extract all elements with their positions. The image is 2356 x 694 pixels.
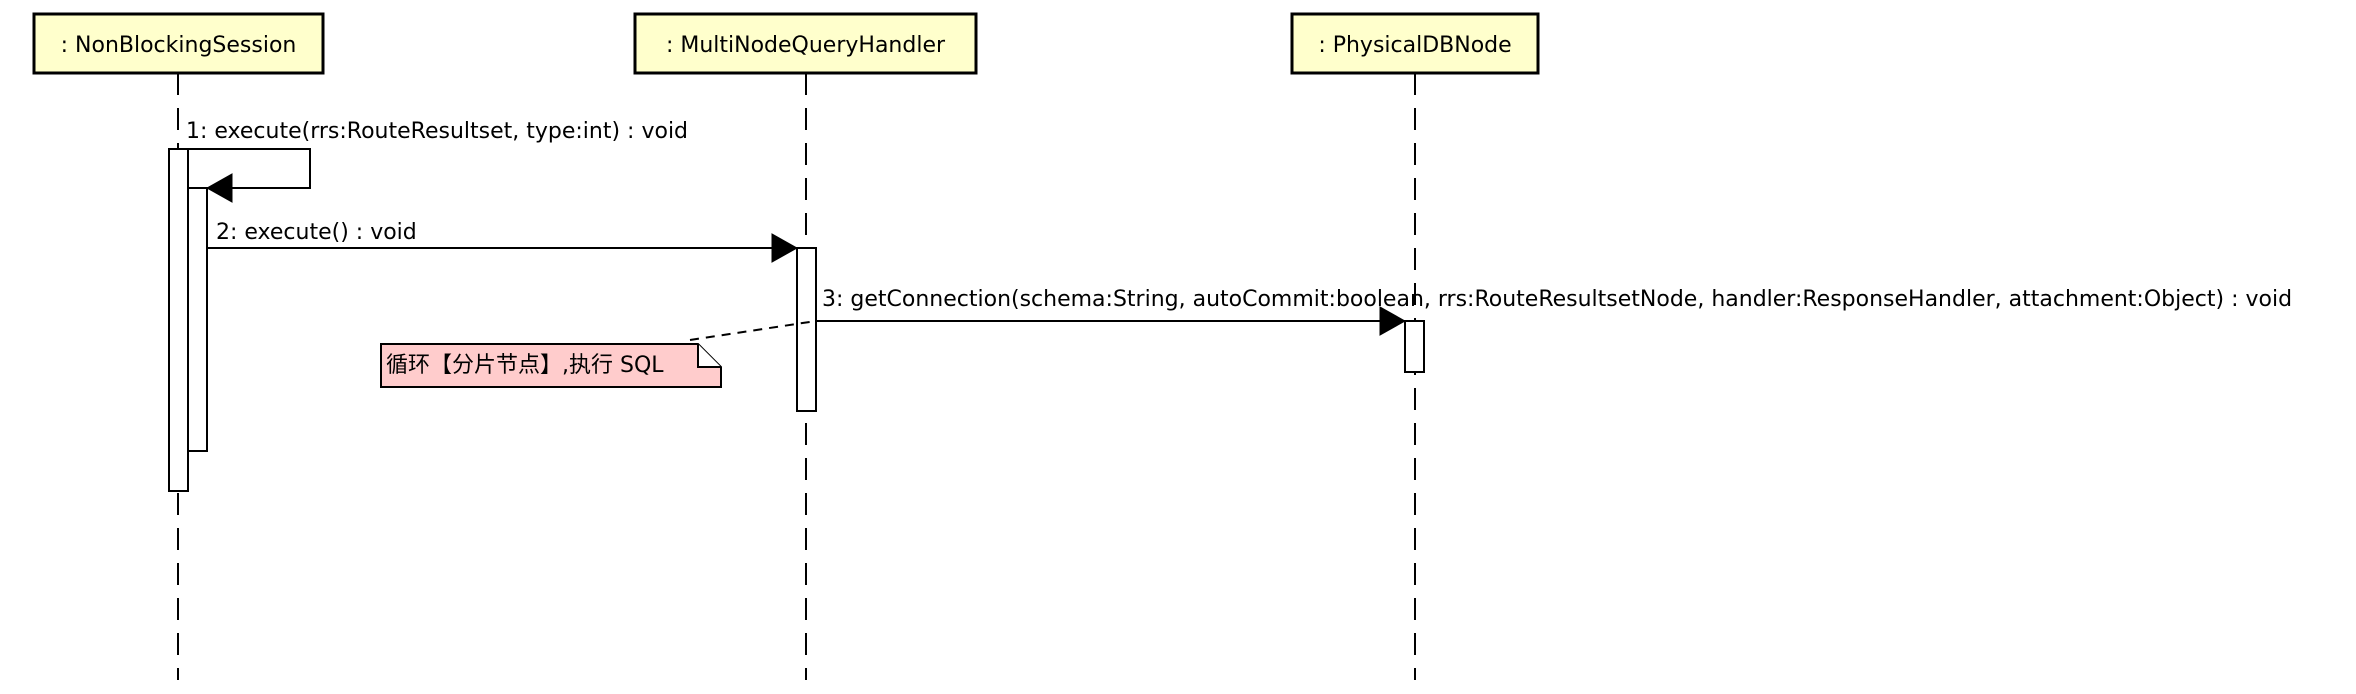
message-3-arrowhead — [1379, 306, 1407, 336]
lifeline-dbnode-label: : PhysicalDBNode — [1318, 33, 1511, 58]
lifeline-handler-head[interactable]: : MultiNodeQueryHandler — [633, 12, 978, 75]
message-2-arrowhead — [771, 233, 799, 263]
message-1-arrowhead — [205, 173, 233, 203]
message-2-label: 2: execute() : void — [216, 220, 417, 245]
note-text: 循环【分片节点】,执行 SQL — [386, 353, 664, 378]
note-connector — [689, 320, 817, 341]
message-1[interactable]: 1: execute(rrs:RouteResultset, type:int)… — [186, 119, 688, 203]
note[interactable]: 循环【分片节点】,执行 SQL — [380, 343, 722, 388]
note-fold-corner — [697, 344, 721, 368]
lifeline-dbnode-head[interactable]: : PhysicalDBNode — [1290, 12, 1540, 75]
message-2[interactable]: 2: execute() : void — [207, 220, 799, 263]
message-3[interactable]: 3: getConnection(schema:String, autoComm… — [816, 287, 2292, 336]
activation-dbnode — [1404, 320, 1425, 373]
message-3-label: 3: getConnection(schema:String, autoComm… — [822, 287, 2292, 312]
activation-session-outer — [168, 148, 189, 492]
activation-session-nested — [187, 187, 208, 452]
lifeline-session-label: : NonBlockingSession — [61, 33, 297, 58]
note-box — [380, 343, 722, 388]
message-1-line — [188, 148, 311, 189]
lifeline-session-head[interactable]: : NonBlockingSession — [32, 12, 325, 75]
activation-handler — [796, 247, 817, 412]
message-1-label: 1: execute(rrs:RouteResultset, type:int)… — [186, 119, 688, 144]
lifeline-handler-label: : MultiNodeQueryHandler — [666, 33, 946, 58]
